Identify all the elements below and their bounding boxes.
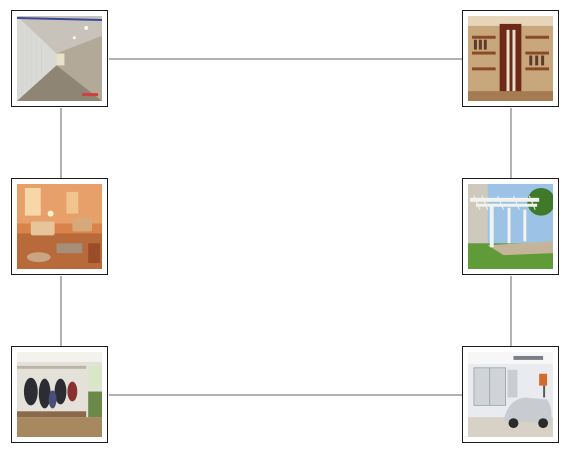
mudroom-photo-thumbnail[interactable]: [11, 346, 108, 443]
hallway-photo: [17, 16, 102, 101]
garage-photo: [468, 352, 553, 437]
garage-photo-thumbnail[interactable]: [462, 346, 559, 443]
mudroom-photo: [17, 352, 102, 437]
pergola-photo: [468, 184, 553, 269]
pergola-photo-thumbnail[interactable]: [462, 178, 559, 275]
living-room-photo: [17, 184, 102, 269]
hallway-photo-thumbnail[interactable]: [11, 10, 108, 107]
closet-photo-thumbnail[interactable]: [462, 10, 559, 107]
closet-photo: [468, 16, 553, 101]
living-room-photo-thumbnail[interactable]: [11, 178, 108, 275]
